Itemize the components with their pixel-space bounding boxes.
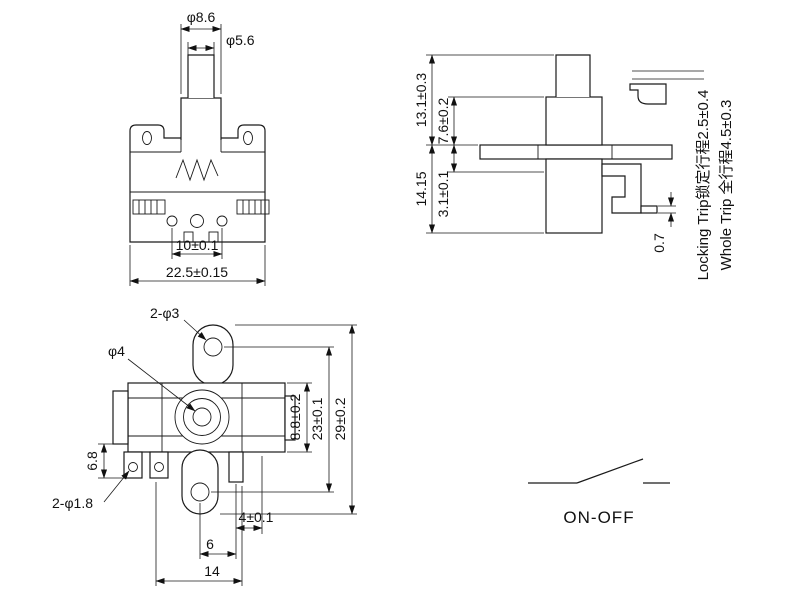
foot-plate <box>640 205 658 214</box>
left-step <box>112 390 129 445</box>
terminal-hole-right <box>154 462 164 472</box>
plunger-side <box>555 54 591 97</box>
boss-circle-mid <box>183 398 221 436</box>
ext-lines-base-width <box>155 482 243 586</box>
dim-hole-pitch-v-label: 23±0.1 <box>309 397 325 440</box>
mount-hole-bottom <box>190 482 210 502</box>
foot-left <box>183 231 194 243</box>
ext-lines-cap-dia <box>180 24 222 94</box>
ext-lines-plunger-dia <box>187 42 215 55</box>
dim-button-height-label: 7.6±0.2 <box>435 97 451 144</box>
collar-outline <box>180 97 222 140</box>
ext-lines-terminal-depth <box>98 443 124 479</box>
terminal-hole-left <box>128 462 138 472</box>
ext-lines-hole-pitch-v <box>211 346 334 493</box>
dim-shaft-height-label: 3.1±0.1 <box>435 170 451 217</box>
dim-total-height-label: 13.1±0.3 <box>413 73 429 128</box>
shaft-bar <box>479 144 673 160</box>
terminal-left-hatch <box>138 200 158 214</box>
dim-plunger-dia-label: φ5.6 <box>226 32 255 48</box>
side-view: 13.1±0.3 7.6±0.2 14.15 3.1±0.1 0.7 Locki… <box>413 54 735 281</box>
terminal-right <box>236 199 270 215</box>
dim-body-width-label: 22.5±0.15 <box>166 264 228 280</box>
dim-shaft-dia-label: φ4 <box>108 343 125 359</box>
rivet-hole-left <box>166 215 178 227</box>
dim-cap-dia-label: φ8.6 <box>187 9 216 25</box>
rivet-hole-right <box>216 215 228 227</box>
pin-right <box>228 451 244 483</box>
lower-body <box>545 158 603 234</box>
terminal-hook <box>601 163 642 214</box>
mount-clip <box>629 83 667 105</box>
front-view: φ8.6 φ5.6 10±0.1 22.5±0.15 <box>129 9 270 286</box>
switch-lever <box>576 458 644 484</box>
base-body <box>127 382 286 453</box>
leader-terminal-holes <box>103 470 130 503</box>
ext-lines-foot <box>658 205 676 214</box>
dim-lower-height-label: 14.15 <box>413 171 429 206</box>
terminal-block-right <box>149 451 169 479</box>
note-locking-trip: Locking Trip锁定行程2.5±0.4 <box>695 90 712 281</box>
terminal-right-hatch <box>242 200 262 214</box>
leader-mount-holes <box>183 319 207 341</box>
right-step <box>284 395 296 441</box>
mount-hole-top <box>203 337 223 357</box>
foot-right <box>208 231 219 243</box>
leader-shaft-dia <box>127 358 196 412</box>
shaft-clip-marks <box>537 145 613 159</box>
dim-pin-offset-label: 4±0.1 <box>239 509 274 525</box>
body-outline <box>129 124 266 243</box>
upper-body <box>545 96 603 146</box>
dim-mount-holes-label: 2-φ3 <box>150 305 180 321</box>
schematic-label: ON-OFF <box>563 508 634 527</box>
dim-overall-length-label: 29±0.2 <box>332 397 348 440</box>
boss-circle-outer <box>174 389 230 445</box>
dim-base-width-label: 14 <box>204 563 220 579</box>
spring-symbol <box>175 158 219 182</box>
shaft-hole <box>192 407 212 427</box>
dim-foot-thickness-label: 0.7 <box>651 233 667 253</box>
ear-hole-right <box>243 131 253 145</box>
bottom-view: 2-φ3 φ4 2-φ1.8 6.8 8.8±0.2 23±0.1 29±0.2… <box>52 305 357 586</box>
rivet-hole-center <box>190 214 204 228</box>
body-inner-lines <box>128 383 285 452</box>
dim-hole-pitch-label: 10±0.1 <box>176 237 219 253</box>
schematic-symbol: ON-OFF <box>528 458 670 527</box>
plunger-outline <box>187 54 215 98</box>
terminal-left <box>132 199 166 215</box>
dim-terminal-holes-label: 2-φ1.8 <box>52 495 93 511</box>
ext-lines-overall-length <box>220 324 357 515</box>
dim-terminal-depth-label: 6.8 <box>84 451 100 471</box>
dim-body-height-label: 8.8±0.2 <box>287 393 303 440</box>
ear-shoulder-lines <box>130 140 265 153</box>
note-whole-trip: Whole Trip 全行程4.5±0.3 <box>717 100 735 271</box>
dim-pin-pitch-label: 6 <box>206 536 214 552</box>
trip-reference-lines <box>632 70 704 80</box>
ear-hole-left <box>142 131 152 145</box>
